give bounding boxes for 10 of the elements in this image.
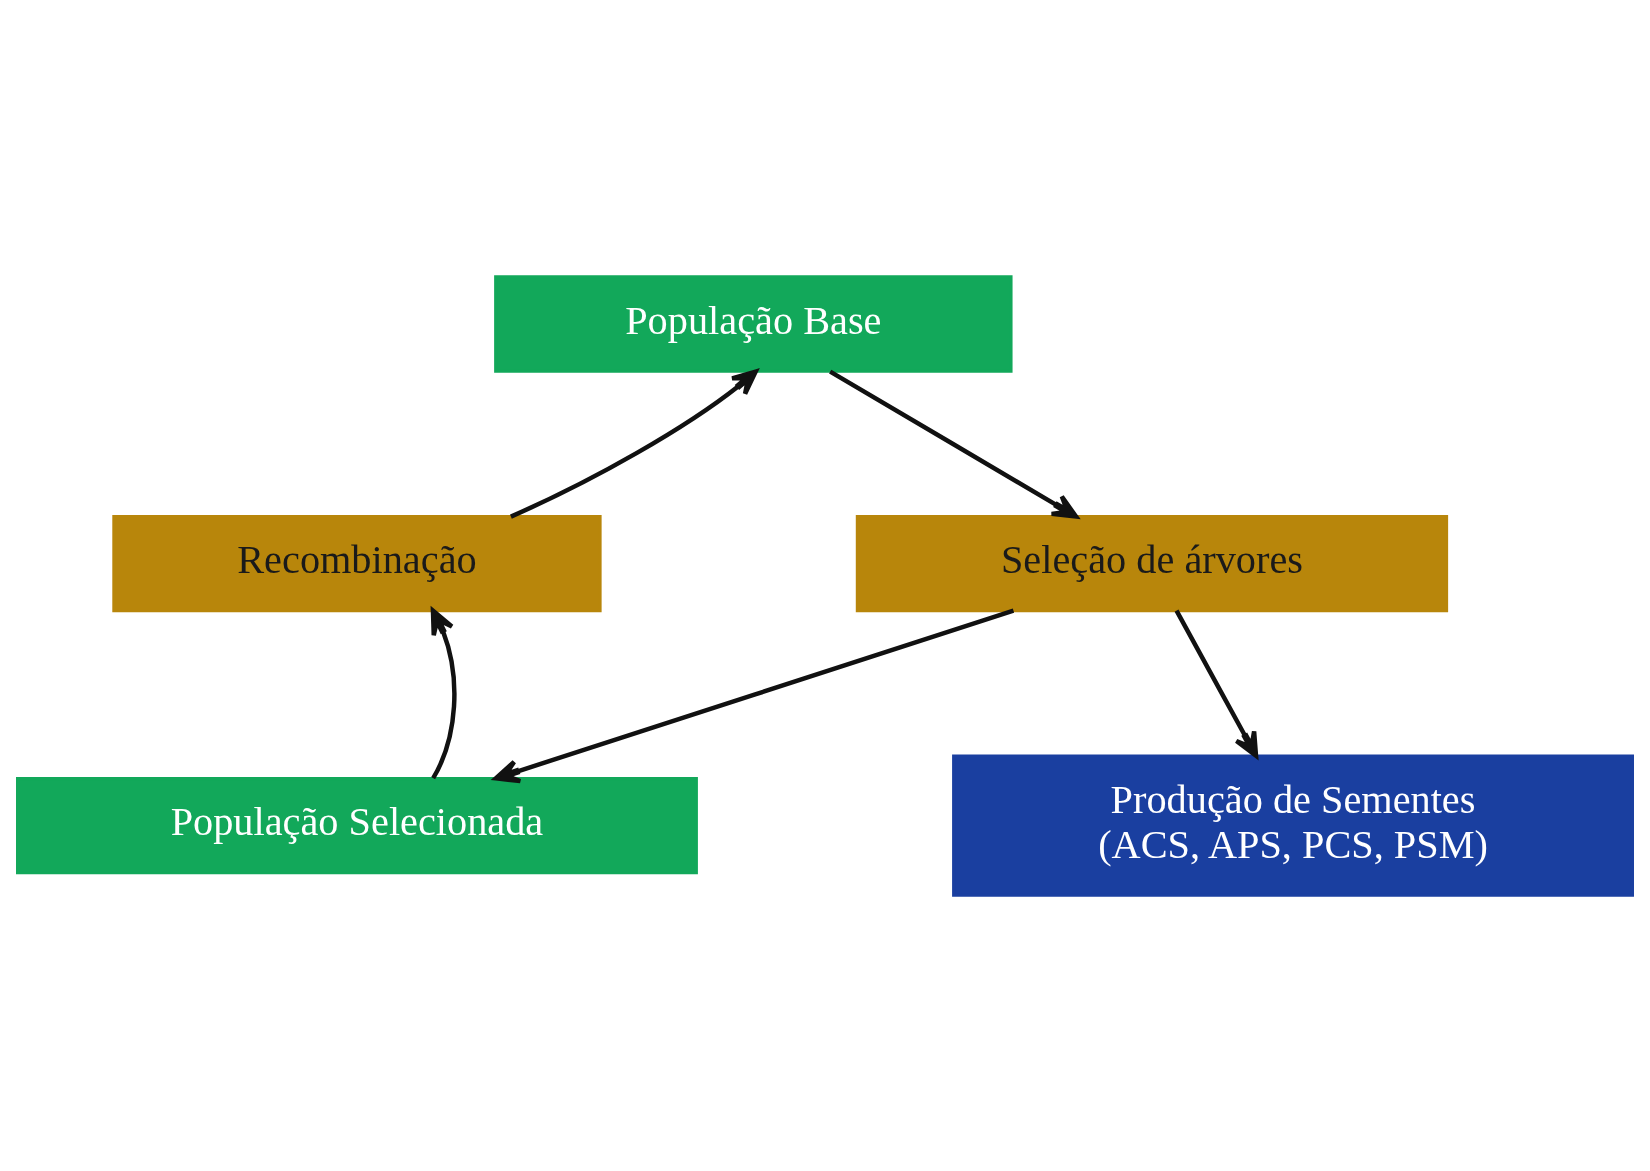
arrow (510, 368, 758, 519)
node-box: Recombinação (112, 514, 602, 612)
arrow (829, 369, 1079, 519)
arrow (430, 607, 457, 779)
arrow (1174, 609, 1259, 758)
arrow (493, 608, 1015, 783)
node-box: Produção de Sementes (ACS, APS, PCS, PSM) (952, 754, 1634, 897)
node-box: Seleção de árvores (855, 514, 1449, 612)
node-box: População Selecionada (16, 776, 698, 874)
node-box: População Base (494, 274, 1013, 373)
